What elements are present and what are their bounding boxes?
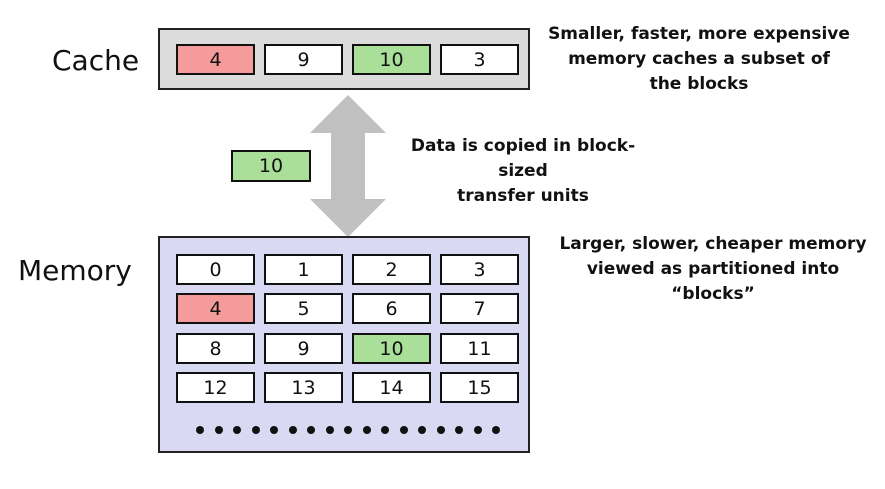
- dot: [436, 426, 445, 434]
- dot: [325, 426, 334, 434]
- transfer-block: 10: [231, 150, 311, 182]
- memory-note-line: Larger, slower, cheaper memory: [559, 234, 867, 254]
- transfer-note-line: Data is copied in block-sized: [410, 136, 636, 181]
- cache-label: Cache: [52, 44, 140, 77]
- memory-block: 14: [352, 372, 431, 403]
- memory-note: Larger, slower, cheaper memory viewed as…: [548, 232, 878, 307]
- dot: [214, 426, 223, 434]
- memory-box: 0 1 2 3 4 5 6 7 8 9 10 11 12 13 14 15: [158, 236, 530, 453]
- memory-block: 13: [264, 372, 343, 403]
- transfer-note: Data is copied in block-sized transfer u…: [392, 134, 654, 209]
- memory-label: Memory: [18, 254, 132, 287]
- memory-block: 1: [264, 254, 343, 285]
- memory-block: 15: [440, 372, 519, 403]
- memory-block: 10: [352, 333, 431, 364]
- cache-block: 4: [176, 44, 255, 75]
- dot: [381, 426, 389, 434]
- cache-note-line: Smaller, faster, more expensive: [548, 24, 850, 44]
- dot: [233, 426, 241, 434]
- memory-note-line: viewed as partitioned into “blocks”: [586, 259, 840, 304]
- memory-block: 5: [264, 293, 343, 324]
- memory-block: 11: [440, 333, 519, 364]
- dot: [362, 426, 371, 434]
- cache-block: 9: [264, 44, 343, 75]
- dot: [307, 426, 315, 434]
- cache-note: Smaller, faster, more expensive memory c…: [548, 22, 850, 97]
- double-arrow-icon: [310, 95, 386, 237]
- dot: [418, 426, 426, 434]
- dot: [399, 426, 408, 434]
- dot: [492, 426, 500, 434]
- cache-box: 4 9 10 3: [158, 28, 530, 90]
- memory-block: 7: [440, 293, 519, 324]
- transfer-note-line: transfer units: [457, 186, 589, 206]
- cache-block: 10: [352, 44, 431, 75]
- memory-block: 6: [352, 293, 431, 324]
- cache-block: 3: [440, 44, 519, 75]
- memory-block: 2: [352, 254, 431, 285]
- memory-block: 4: [176, 293, 255, 324]
- dot: [473, 426, 482, 434]
- cache-note-line: memory caches a subset of: [568, 49, 830, 69]
- memory-block: 9: [264, 333, 343, 364]
- memory-block: 0: [176, 254, 255, 285]
- memory-block: 8: [176, 333, 255, 364]
- memory-block: 3: [440, 254, 519, 285]
- dot: [288, 426, 297, 434]
- memory-block: 12: [176, 372, 255, 403]
- dot: [455, 426, 463, 434]
- dot: [196, 426, 204, 434]
- dot: [270, 426, 278, 434]
- dot: [251, 426, 260, 434]
- cache-note-line: the blocks: [649, 74, 749, 94]
- dot: [344, 426, 352, 434]
- ellipsis-dots: [196, 426, 511, 434]
